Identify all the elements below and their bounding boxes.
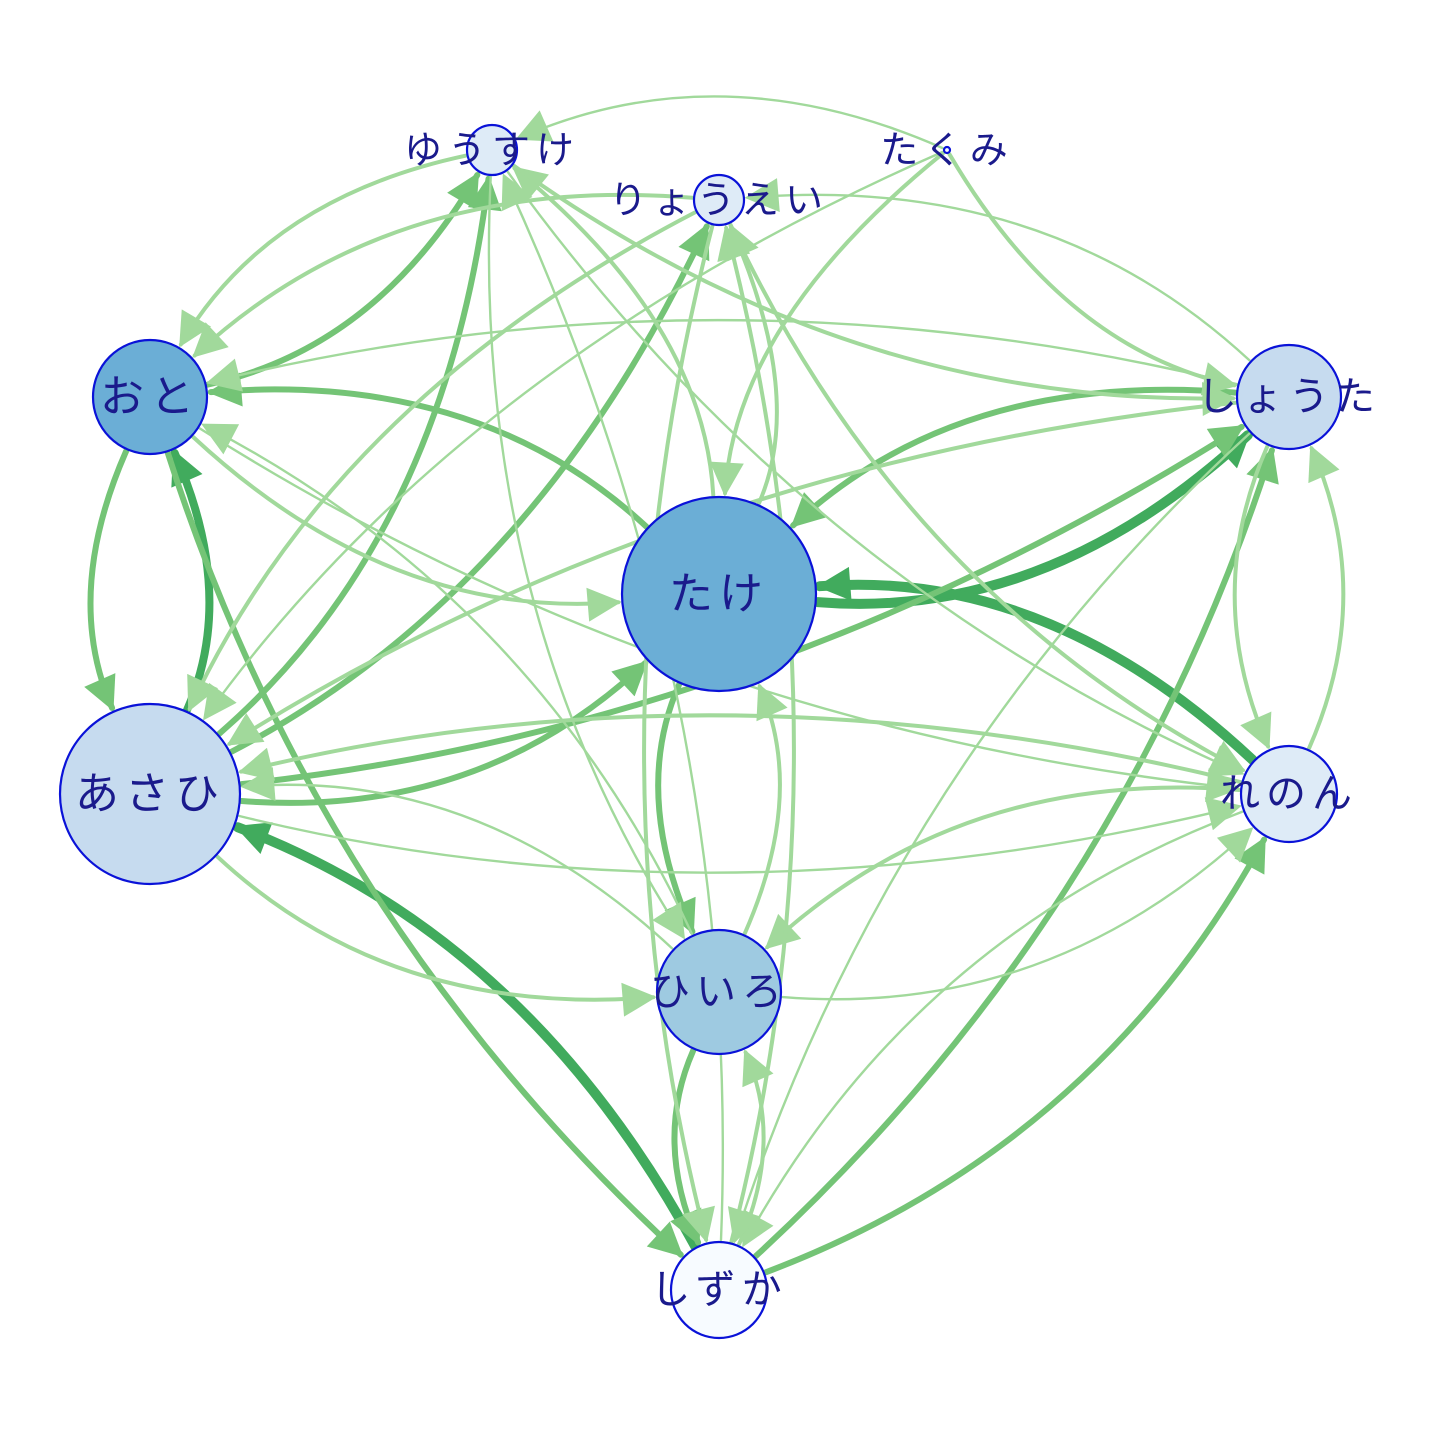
edge-shizuka-to-shota <box>752 447 1279 1260</box>
node-circle-yusuke <box>465 123 519 177</box>
edge-oto-to-take <box>191 435 622 622</box>
edge-hiiro-to-asahi <box>240 767 674 950</box>
node-renon: れのん <box>1220 744 1358 844</box>
edge-renon-to-take <box>814 566 1258 765</box>
edge-shota-to-take <box>790 386 1239 529</box>
edge-takumi-to-asahi <box>203 150 944 721</box>
edge-shota-to-renon <box>1232 444 1272 750</box>
edge-take-to-yusuke <box>511 166 716 498</box>
edge-take-to-ryoei <box>727 223 779 506</box>
node-circle-oto <box>91 338 209 456</box>
node-circle-hiiro <box>655 928 783 1056</box>
edge-asahi-to-take <box>238 660 649 806</box>
node-asahi: あさひ <box>58 702 242 886</box>
node-circle-shizuka <box>669 1240 769 1340</box>
node-circle-asahi <box>58 702 242 886</box>
node-shizuka: しずか <box>650 1240 787 1340</box>
edge-shizuka-to-yusuke <box>501 173 725 1242</box>
node-label-hiiro: ひいろ <box>650 969 788 1015</box>
edge-oto-to-asahi <box>84 448 130 712</box>
edges-layer <box>84 95 1346 1276</box>
edge-takumi-to-shota <box>947 152 1238 396</box>
node-label-yusuke: ゆうすけ <box>404 128 580 172</box>
node-label-renon: れのん <box>1220 771 1358 817</box>
node-circle-ryoei <box>692 173 746 227</box>
edge-asahi-to-ryoei <box>228 223 710 755</box>
edge-yusuke-to-renon <box>506 170 1245 777</box>
node-label-oto: おと <box>100 372 200 423</box>
edge-takumi-to-yusuke <box>515 95 944 150</box>
node-label-takumi: たくみ <box>880 128 1014 172</box>
edge-take-to-oto <box>207 372 650 530</box>
node-circle-takumi <box>942 145 952 155</box>
node-oto: おと <box>91 338 209 456</box>
edge-shota-to-shizuka <box>727 432 1251 1244</box>
node-label-asahi: あさひ <box>75 769 225 820</box>
node-takumi: たくみ <box>880 128 1014 172</box>
edge-yusuke-to-shota <box>511 163 1237 416</box>
edge-asahi-to-hiiro <box>215 854 657 1017</box>
node-label-take: たけ <box>669 569 769 620</box>
node-circle-shota <box>1235 343 1343 451</box>
edge-take-to-shota <box>812 430 1253 609</box>
node-yusuke: ゆうすけ <box>404 123 580 177</box>
node-hiiro: ひいろ <box>650 928 788 1056</box>
edge-renon-to-shizuka <box>742 810 1244 1248</box>
edge-shota-to-oto <box>205 318 1238 392</box>
edge-take-to-hiiro <box>655 681 696 935</box>
edge-shizuka-to-asahi <box>232 822 701 1252</box>
node-circle-renon <box>1239 744 1339 844</box>
edge-hiiro-to-oto <box>201 423 694 936</box>
edge-oto-to-shizuka <box>164 450 684 1258</box>
edge-yusuke-to-oto <box>178 153 468 348</box>
node-circle-take <box>620 495 818 693</box>
edge-ryoei-to-asahi <box>187 210 697 712</box>
edge-shizuka-to-renon <box>762 836 1268 1276</box>
edge-renon-to-asahi <box>237 713 1243 785</box>
edge-renon-to-shota <box>1307 445 1346 751</box>
edge-shota-to-ryoei <box>744 178 1251 362</box>
edge-shizuka-to-ryoei <box>717 224 796 1244</box>
node-label-shota: しょうた <box>1197 374 1381 420</box>
node-label-ryoei: りょうえい <box>609 178 829 222</box>
node-shota: しょうた <box>1197 343 1381 451</box>
edge-yusuke-to-hiiro <box>487 175 686 940</box>
edge-hiiro-to-renon <box>781 827 1254 1001</box>
edge-renon-to-hiiro <box>764 785 1242 950</box>
node-take: たけ <box>620 495 818 693</box>
node-ryoei: りょうえい <box>609 173 829 227</box>
edge-ryoei-to-oto <box>192 192 695 358</box>
edge-hiiro-to-take <box>742 683 788 936</box>
edge-asahi-to-renon <box>238 797 1242 874</box>
node-label-shizuka: しずか <box>650 1267 787 1313</box>
